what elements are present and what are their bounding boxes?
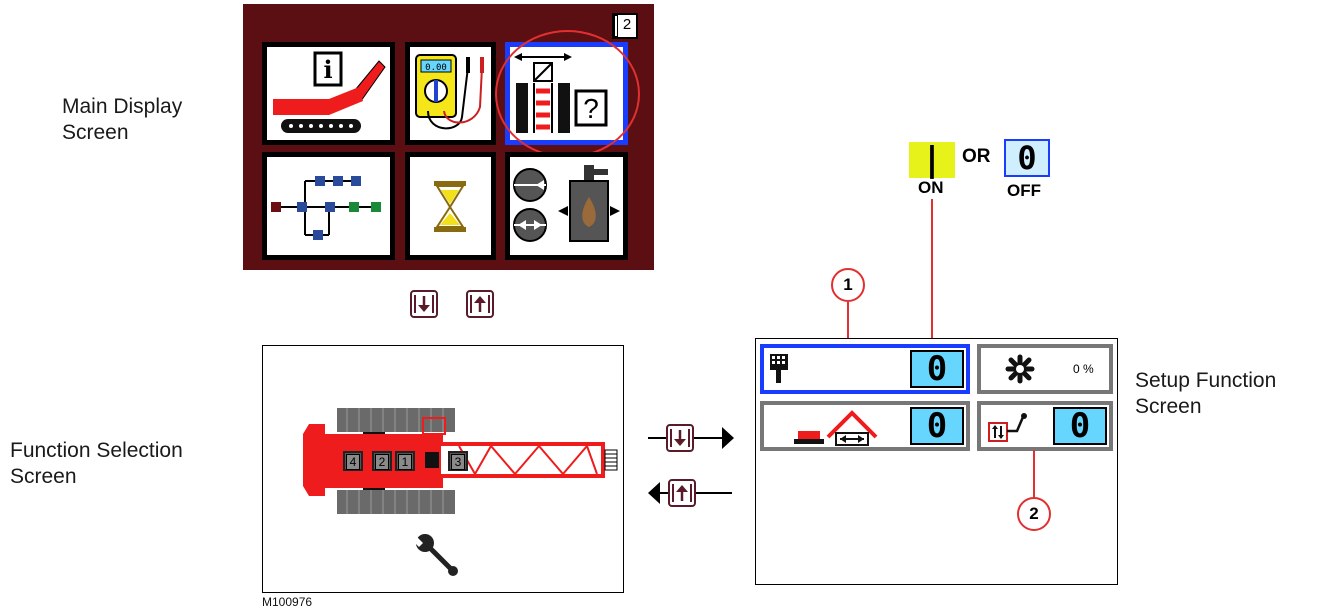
slot-4[interactable]: 4	[343, 451, 363, 471]
or-label: OR	[962, 146, 991, 167]
hydraulic-setup-icon	[988, 413, 1027, 442]
slot-2-label: 2	[375, 454, 389, 470]
setup-function-screen: 0 0 % 0 0	[755, 338, 1118, 585]
on-symbol: |	[921, 140, 943, 180]
remote-control-icon	[770, 354, 788, 383]
fan-speed-value: 0 %	[1073, 362, 1094, 376]
figure-id: M100976	[262, 595, 313, 609]
arrow-down-icon	[414, 295, 434, 313]
page-number: 2	[617, 14, 637, 38]
function-selection-caption: Function Selection Screen	[10, 439, 183, 488]
main-display-screen: 2 i 0.00	[243, 4, 654, 270]
main-display-caption: Main Display Screen	[62, 95, 183, 144]
scroll-up-button[interactable]	[466, 290, 494, 318]
arrow-up-icon	[672, 484, 692, 502]
hourglass-icon	[434, 181, 466, 232]
svg-text:i: i	[323, 55, 332, 84]
slot-2[interactable]: 2	[372, 451, 392, 471]
hydraulic-setup-value[interactable]: 0	[1053, 407, 1107, 445]
off-indicator: 0	[1004, 139, 1050, 177]
page-number-box: 2	[612, 13, 638, 39]
leader-line-2	[1033, 450, 1035, 498]
multimeter-tile[interactable]: 0.00	[405, 42, 496, 145]
leader-line-on	[931, 199, 933, 352]
nav-forward[interactable]	[648, 423, 734, 453]
scroll-down-button[interactable]	[410, 290, 438, 318]
network-tile[interactable]	[262, 152, 395, 260]
svg-text:0.00: 0.00	[425, 63, 447, 73]
function-selection-screen: 4 2 1 3	[262, 345, 624, 593]
off-label: OFF	[1007, 181, 1041, 200]
leader-line-1	[847, 302, 849, 352]
boom-setup-icon	[794, 410, 878, 446]
slot-3-label: 3	[451, 454, 465, 470]
on-indicator: |	[909, 142, 955, 178]
callout-1: 1	[831, 268, 865, 302]
valve-pump-tile[interactable]	[505, 152, 628, 260]
nav-forward-key[interactable]	[666, 424, 694, 452]
hydraulic-setup-cell[interactable]: 0	[977, 401, 1113, 451]
callout-2: 2	[1017, 497, 1051, 531]
nav-back[interactable]	[648, 478, 734, 508]
boom-setup-cell[interactable]: 0	[760, 401, 970, 451]
info-icon: i	[273, 51, 386, 133]
hourglass-tile[interactable]	[405, 152, 496, 260]
on-label: ON	[918, 178, 944, 197]
slot-1-label: 1	[398, 454, 412, 470]
valve-pump-icon	[513, 165, 620, 242]
arrow-right-icon	[722, 427, 734, 449]
remote-control-value[interactable]: 0	[910, 350, 964, 388]
info-tile[interactable]: i	[262, 42, 395, 145]
slot-3[interactable]: 3	[448, 451, 468, 471]
network-diagram-icon	[271, 176, 381, 240]
arrow-left-icon	[648, 482, 660, 504]
nav-back-key[interactable]	[668, 479, 696, 507]
fan-speed-cell[interactable]: 0 %	[977, 344, 1113, 394]
off-symbol: 0	[1017, 139, 1037, 177]
wrench-icon[interactable]	[413, 531, 461, 579]
slot-1[interactable]: 1	[395, 451, 415, 471]
boom-setup-value[interactable]: 0	[910, 407, 964, 445]
fan-icon	[1005, 354, 1035, 384]
remote-control-cell[interactable]: 0	[760, 344, 970, 394]
slot-4-label: 4	[346, 454, 360, 470]
setup-function-caption: Setup Function Screen	[1135, 369, 1277, 418]
arrow-up-icon	[470, 295, 490, 313]
multimeter-icon: 0.00	[415, 54, 484, 130]
highlight-circle	[495, 30, 640, 158]
arrow-down-icon	[670, 429, 690, 447]
